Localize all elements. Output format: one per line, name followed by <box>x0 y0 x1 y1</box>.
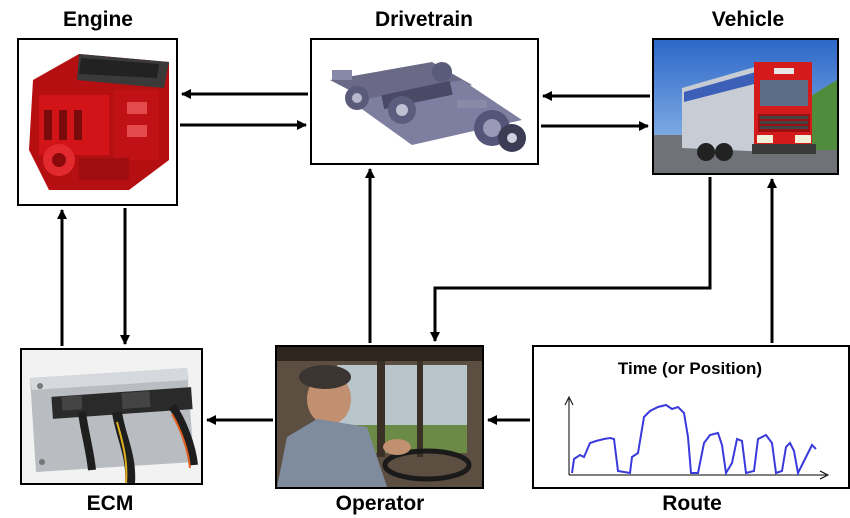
arrow-vehicle-to-operator <box>430 177 712 342</box>
route-box: Time (or Position) <box>532 345 850 489</box>
ecm-photo <box>22 350 201 483</box>
route-plot-line <box>571 403 817 477</box>
route-plot-axes <box>564 395 830 480</box>
drivetrain-title: Drivetrain <box>374 8 474 31</box>
ecm-title: ECM <box>86 492 134 515</box>
vehicle-photo <box>654 40 837 173</box>
route-title: Route <box>662 492 722 515</box>
operator-box <box>275 345 484 489</box>
engine-title: Engine <box>62 8 133 31</box>
engine-photo <box>19 40 176 204</box>
drivetrain-photo <box>312 40 537 163</box>
engine-box <box>17 38 178 206</box>
vehicle-box <box>652 38 839 175</box>
route-plot-title: Time (or Position) <box>617 359 763 378</box>
drivetrain-box <box>310 38 539 165</box>
route-plot <box>564 395 830 480</box>
operator-photo <box>277 347 482 487</box>
ecm-box <box>20 348 203 485</box>
operator-title: Operator <box>335 492 425 515</box>
vehicle-title: Vehicle <box>711 8 785 31</box>
